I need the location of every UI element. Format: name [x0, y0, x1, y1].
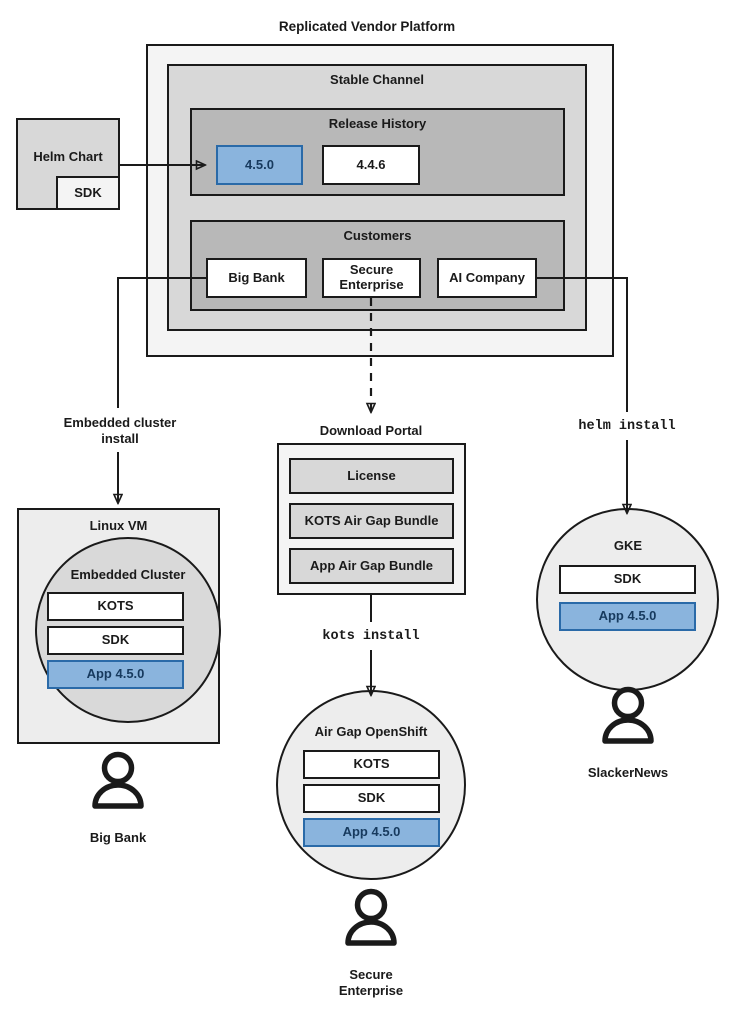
release-4-5-0[interactable]: 4.5.0 — [216, 145, 303, 185]
target-gke-circle — [536, 508, 719, 691]
artifact-label: App Air Gap Bundle — [309, 557, 434, 573]
persona-slackernews-label: SlackerNews — [587, 765, 669, 780]
helm-chart-label: Helm Chart — [33, 149, 103, 164]
openshift-component-sdk[interactable]: SDK — [303, 784, 440, 813]
edge-label-helm-install: helm install — [578, 419, 676, 434]
person-icon — [345, 888, 397, 946]
release-history-label: Release History — [328, 116, 427, 131]
gke-component-app[interactable]: App 4.5.0 — [559, 602, 696, 631]
openshift-component-kots[interactable]: KOTS — [303, 750, 440, 779]
customers-label: Customers — [343, 228, 412, 243]
persona-big-bank-label: Big Bank — [89, 830, 147, 845]
embedded-cluster-label: Embedded Cluster — [70, 567, 186, 582]
component-label: App 4.5.0 — [342, 824, 401, 840]
linux-vm-component-sdk[interactable]: SDK — [47, 626, 184, 655]
person-icon — [92, 751, 144, 809]
edge-label-embedded-cluster-install: Embedded cluster install — [63, 415, 177, 447]
customer-label: Secure Enterprise — [339, 262, 404, 292]
gke-label: GKE — [613, 538, 643, 553]
download-artifact-app-air-gap-bundle[interactable]: App Air Gap Bundle — [289, 548, 454, 584]
download-artifact-kots-air-gap-bundle[interactable]: KOTS Air Gap Bundle — [289, 503, 454, 539]
download-portal-title: Download Portal — [319, 423, 423, 438]
customer-secure-enterprise[interactable]: Secure Enterprise — [322, 258, 421, 298]
customer-big-bank[interactable]: Big Bank — [206, 258, 307, 298]
openshift-component-app[interactable]: App 4.5.0 — [303, 818, 440, 847]
artifact-label: License — [347, 467, 396, 483]
customer-ai-company[interactable]: AI Company — [437, 258, 537, 298]
component-label: KOTS — [353, 756, 390, 772]
air-gap-openshift-label: Air Gap OpenShift — [314, 724, 428, 739]
component-label: App 4.5.0 — [598, 608, 657, 624]
component-label: SDK — [357, 790, 386, 806]
sdk-label: SDK — [74, 184, 102, 200]
gke-component-sdk[interactable]: SDK — [559, 565, 696, 594]
stable-channel-label: Stable Channel — [330, 72, 424, 87]
release-4-4-6[interactable]: 4.4.6 — [322, 145, 420, 185]
download-artifact-license[interactable]: License — [289, 458, 454, 494]
linux-vm-label: Linux VM — [89, 518, 148, 533]
linux-vm-component-kots[interactable]: KOTS — [47, 592, 184, 621]
component-label: App 4.5.0 — [86, 666, 145, 682]
release-version-label: 4.5.0 — [245, 156, 274, 172]
release-version-label: 4.4.6 — [356, 156, 386, 172]
customer-label: AI Company — [449, 269, 525, 285]
helm-chart-sdk-box[interactable]: SDK — [56, 176, 120, 210]
edge-label-kots-install: kots install — [322, 629, 420, 644]
linux-vm-component-app[interactable]: App 4.5.0 — [47, 660, 184, 689]
page-title: Replicated Vendor Platform — [278, 19, 456, 34]
persona-secure-enterprise-label: Secure Enterprise — [338, 967, 404, 999]
person-icon — [602, 686, 654, 744]
component-label: SDK — [101, 632, 130, 648]
component-label: KOTS — [97, 598, 134, 614]
artifact-label: KOTS Air Gap Bundle — [304, 512, 439, 528]
component-label: SDK — [613, 571, 642, 587]
customer-label: Big Bank — [228, 269, 285, 285]
